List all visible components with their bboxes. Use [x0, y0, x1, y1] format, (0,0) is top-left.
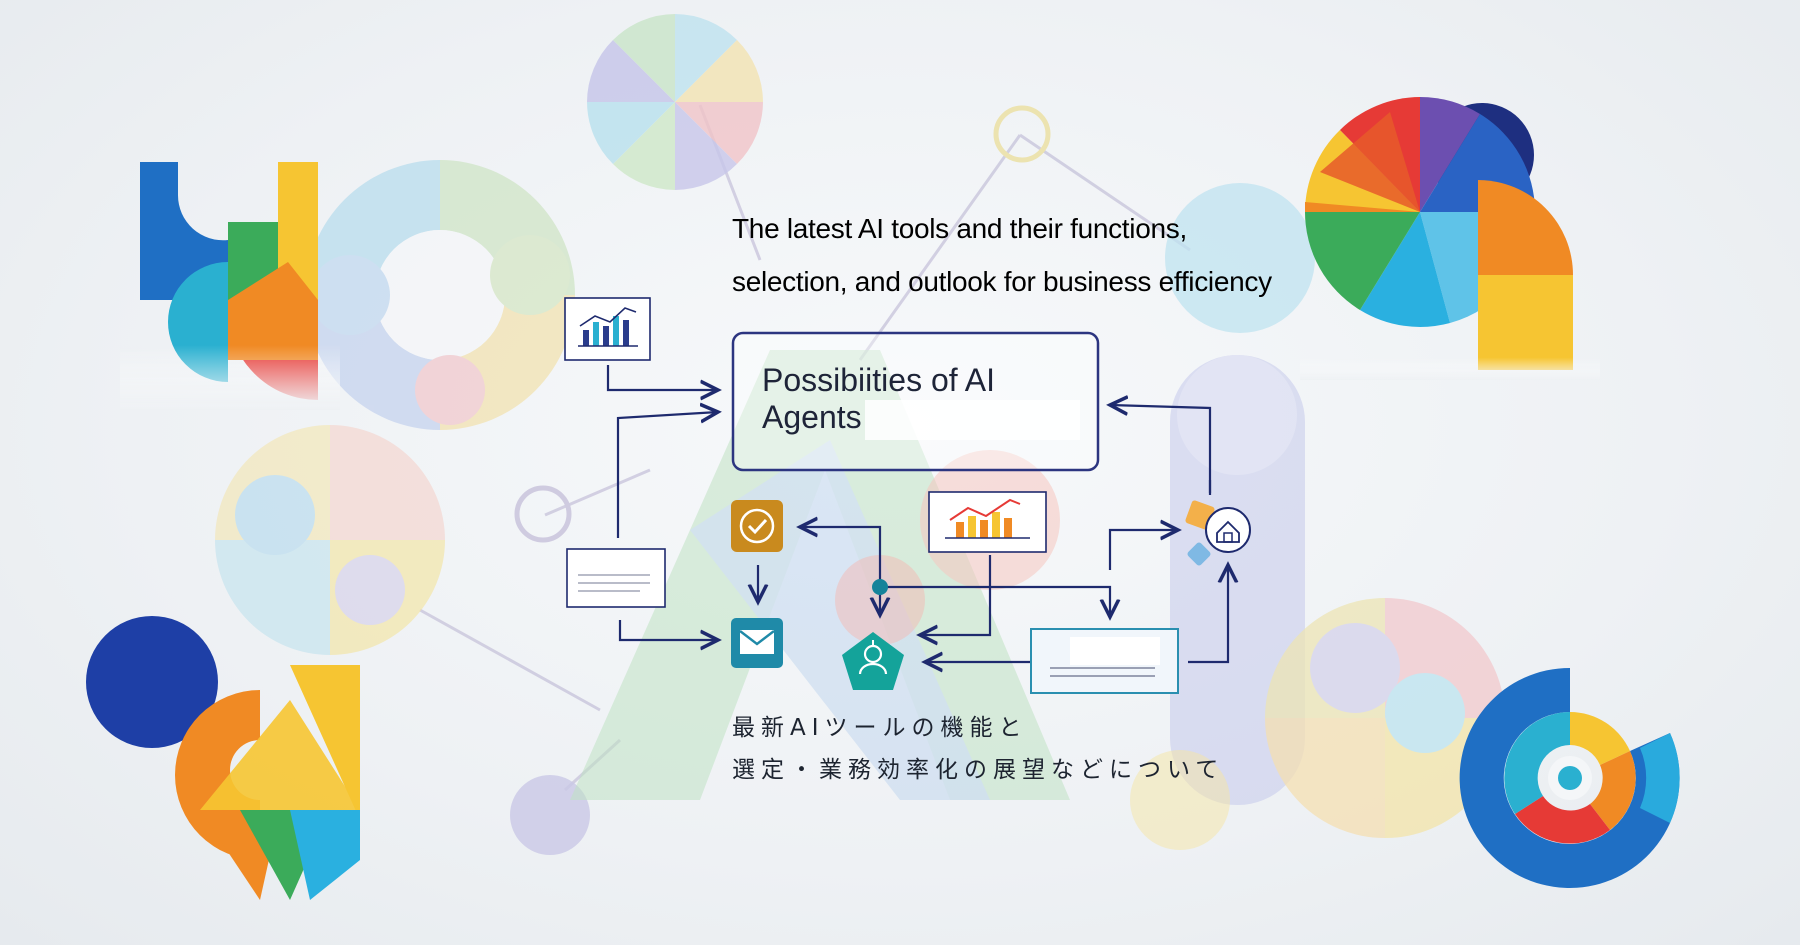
check-badge-icon: [731, 500, 783, 552]
center-box-title-line2: Agents: [762, 399, 862, 435]
top-pie-chart: [587, 14, 763, 190]
home-hub-icon: [1185, 500, 1251, 566]
heading-jp-line2: 選定・業務効率化の展望などについて: [732, 757, 1225, 783]
left-bottom-shapes: [86, 616, 360, 900]
left-donut-chart: [305, 160, 575, 430]
bar-chart-icon: [564, 297, 651, 361]
node-circle: [993, 105, 1051, 163]
center-box-title-line1: Possibiities of AI: [762, 362, 995, 398]
document-icon: [1030, 628, 1179, 694]
right-spiral-donut: [1459, 667, 1680, 888]
right-faint-pie: [1265, 598, 1505, 838]
junction-dot: [872, 579, 888, 595]
growth-chart-icon: [928, 491, 1047, 553]
left-top-shapes: [120, 150, 340, 410]
robot-agent-icon: [842, 632, 904, 690]
bubble: [1130, 750, 1230, 850]
mail-icon: [731, 618, 783, 668]
node-circle: [514, 485, 572, 543]
bubble: [1165, 183, 1315, 333]
heading-jp-line1: 最新AIツールの機能と: [732, 715, 1028, 741]
heading-en-line1: The latest AI tools and their functions,: [732, 213, 1187, 244]
heading-en-line2: selection, and outlook for business effi…: [732, 266, 1272, 297]
node-circle: [510, 775, 590, 855]
document-icon: [566, 548, 666, 608]
right-top-pie-chart: [1300, 97, 1600, 380]
left-faint-pie: [215, 425, 445, 655]
